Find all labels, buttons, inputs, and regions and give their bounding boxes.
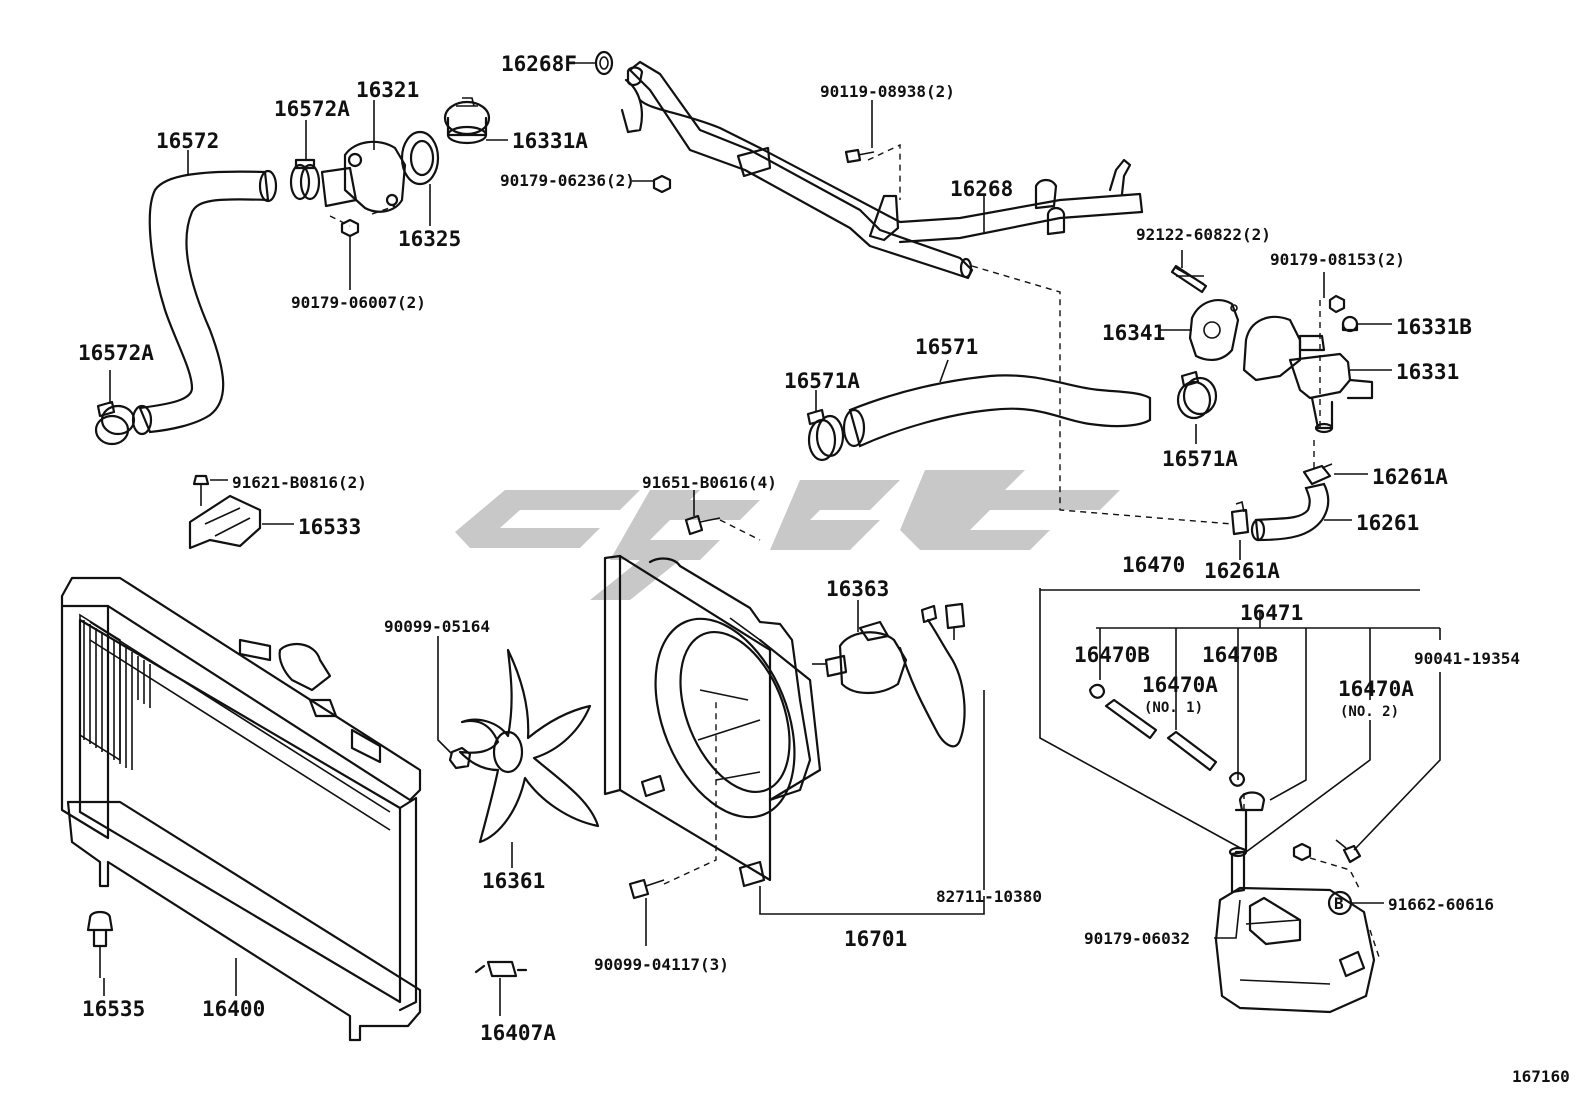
- label-16571[interactable]: 16571: [915, 335, 978, 359]
- callout-letter-B: B: [1334, 894, 1344, 913]
- label-no1: (NO. 1): [1144, 700, 1203, 716]
- label-16572A-top[interactable]: 16572A: [274, 97, 350, 121]
- hose-clamp-16261A-top: [1302, 463, 1333, 486]
- label-16261A-bottom[interactable]: 16261A: [1204, 559, 1280, 583]
- water-inlet-housing: [1242, 315, 1374, 434]
- label-16572[interactable]: 16572: [156, 129, 219, 153]
- label-90179-06032[interactable]: 90179-06032: [1084, 929, 1190, 948]
- label-16363[interactable]: 16363: [826, 577, 889, 601]
- label-16470B-right[interactable]: 16470B: [1202, 643, 1278, 667]
- label-16361[interactable]: 16361: [482, 869, 545, 893]
- label-16261[interactable]: 16261: [1356, 511, 1419, 535]
- water-inlet-gasket: [1188, 299, 1240, 362]
- label-16341[interactable]: 16341: [1102, 321, 1165, 345]
- leader-lines: [103, 62, 1441, 1016]
- fan-motor: [812, 620, 908, 694]
- water-bypass-pipe: [620, 60, 1144, 280]
- label-16535[interactable]: 16535: [82, 997, 145, 1021]
- label-16268[interactable]: 16268: [950, 177, 1013, 201]
- hose-clamp-16572A-bottom: [94, 400, 136, 446]
- hose-clamp-16261A-bottom: [1230, 500, 1250, 536]
- fan-nut-90099-05164: [448, 746, 472, 770]
- label-16533[interactable]: 16533: [298, 515, 361, 539]
- overflow-hose-no1: [1104, 698, 1218, 772]
- diagram-number: 167160: [1512, 1067, 1570, 1086]
- label-90041-19354[interactable]: 90041-19354: [1414, 649, 1520, 668]
- radiator-support-bracket: [188, 474, 262, 550]
- radiator-core-fins: [83, 620, 151, 770]
- label-16331B[interactable]: 16331B: [1396, 315, 1472, 339]
- reservoir-tank: [1214, 808, 1376, 1014]
- label-90179-06236[interactable]: 90179-06236(2): [500, 171, 635, 190]
- label-90179-08153[interactable]: 90179-08153(2): [1270, 250, 1405, 269]
- label-16571A-left[interactable]: 16571A: [784, 369, 860, 393]
- hose-clamp-16572A-top: [289, 158, 321, 201]
- label-82711-10380[interactable]: 82711-10380: [936, 887, 1042, 906]
- thermostat: [443, 97, 491, 145]
- nut-90179-06236: [652, 174, 672, 194]
- label-90099-04117[interactable]: 90099-04117(3): [594, 955, 729, 974]
- label-90099-05164[interactable]: 90099-05164: [384, 617, 490, 636]
- label-16572A-bottom[interactable]: 16572A: [78, 341, 154, 365]
- nut-90179-08153: [1328, 294, 1346, 314]
- label-92122-60822[interactable]: 92122-60822(2): [1136, 225, 1271, 244]
- label-16470A-no1[interactable]: 16470A: [1142, 673, 1218, 697]
- cap-90041: [1238, 791, 1266, 812]
- label-16470A-no2[interactable]: 16470A: [1338, 677, 1414, 701]
- cooling-fan-blade: [458, 648, 600, 844]
- label-16331[interactable]: 16331: [1396, 360, 1459, 384]
- label-16470[interactable]: 16470: [1122, 553, 1185, 577]
- label-16261A-top[interactable]: 16261A: [1372, 465, 1448, 489]
- label-16268F[interactable]: 16268F: [501, 52, 577, 76]
- hose-clamp-16571A-left: [806, 408, 845, 462]
- o-ring: [594, 50, 614, 76]
- label-16470B-left[interactable]: 16470B: [1074, 643, 1150, 667]
- drain-plug: [86, 910, 114, 978]
- label-91651-B0616[interactable]: 91651-B0616(4): [642, 473, 777, 492]
- nut-90179-06007: [340, 218, 360, 238]
- bolt-90119-08938: [844, 148, 875, 164]
- shroud-bolt-90099-04117: [628, 878, 665, 900]
- thermostat-gasket: [400, 130, 440, 186]
- temperature-switch: [474, 960, 528, 1004]
- fan-shroud: [603, 554, 822, 888]
- nut-90179-06032: [1292, 842, 1312, 862]
- hose-clips-16470B: [1088, 683, 1246, 787]
- hose-16261: [1250, 482, 1330, 542]
- label-16407A[interactable]: 16407A: [480, 1021, 556, 1045]
- water-outlet: [320, 140, 407, 213]
- hose-16571: [842, 374, 1152, 448]
- stud-bolt-92122: [1170, 264, 1208, 294]
- clip-91662: [1335, 839, 1362, 864]
- label-16325[interactable]: 16325: [398, 227, 461, 251]
- label-91621-B0816[interactable]: 91621-B0816(2): [232, 473, 367, 492]
- fan-wiring-harness: [898, 602, 966, 748]
- shroud-bolt-91651: [684, 514, 721, 536]
- label-16321[interactable]: 16321: [356, 78, 419, 102]
- label-90119-08938[interactable]: 90119-08938(2): [820, 82, 955, 101]
- label-no2: (NO. 2): [1340, 704, 1399, 720]
- label-16571A-right[interactable]: 16571A: [1162, 447, 1238, 471]
- label-90179-06007[interactable]: 90179-06007(2): [291, 293, 426, 312]
- label-91662-60616[interactable]: 91662-60616: [1388, 895, 1494, 914]
- label-16471[interactable]: 16471: [1240, 601, 1303, 625]
- label-16701[interactable]: 16701: [844, 927, 907, 951]
- label-16331A[interactable]: 16331A: [512, 129, 588, 153]
- dashed-assembly-lines: [329, 143, 1381, 961]
- hose-clamp-16571A-right: [1176, 370, 1218, 420]
- watermark-logo: [455, 470, 1120, 600]
- part-labels: 16268F 16321 16572A 16572 16331A 90179-0…: [78, 52, 1570, 1086]
- upper-radiator-hose: [131, 169, 278, 436]
- label-16400[interactable]: 16400: [202, 997, 265, 1021]
- radiator: [60, 576, 422, 1042]
- plug-16331B: [1341, 315, 1359, 333]
- callout-B-circle: [1327, 890, 1353, 916]
